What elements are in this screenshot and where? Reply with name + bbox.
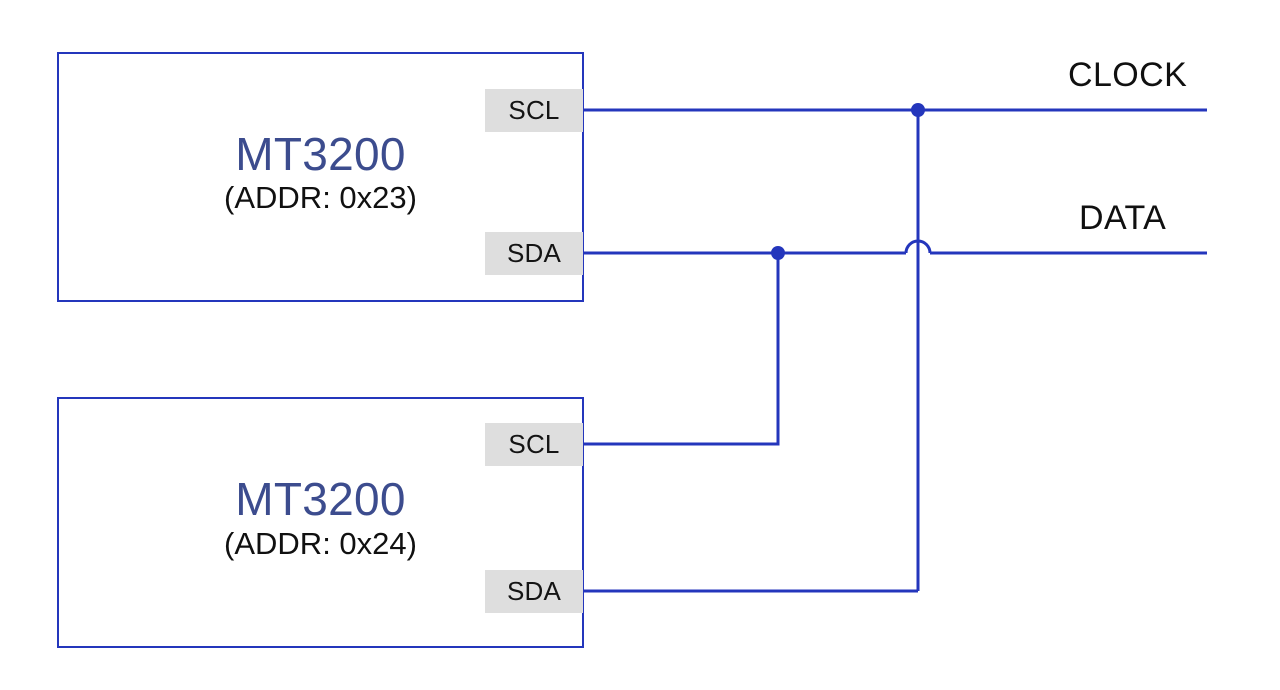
chip-bottom-subtitle: (ADDR: 0x24) (224, 525, 417, 561)
bus-label-data: DATA (1079, 199, 1167, 237)
pin-top-sda[interactable]: SDA (485, 232, 583, 275)
bus-label-clock: CLOCK (1068, 56, 1188, 94)
junction-dot-data (771, 246, 785, 260)
pin-bottom-sda[interactable]: SDA (485, 570, 583, 613)
chip-top-subtitle: (ADDR: 0x23) (224, 180, 417, 216)
chip-bottom-text: MT3200 (ADDR: 0x24) (224, 475, 417, 561)
pin-bottom-scl[interactable]: SCL (485, 423, 583, 466)
chip-top-title: MT3200 (235, 127, 406, 180)
chip-bottom-title: MT3200 (235, 473, 406, 526)
junction-dot-clock (911, 103, 925, 117)
wire-bottom-scl-run (584, 253, 780, 446)
chip-top-text: MT3200 (ADDR: 0x23) (224, 127, 417, 216)
pin-top-scl[interactable]: SCL (485, 89, 583, 132)
